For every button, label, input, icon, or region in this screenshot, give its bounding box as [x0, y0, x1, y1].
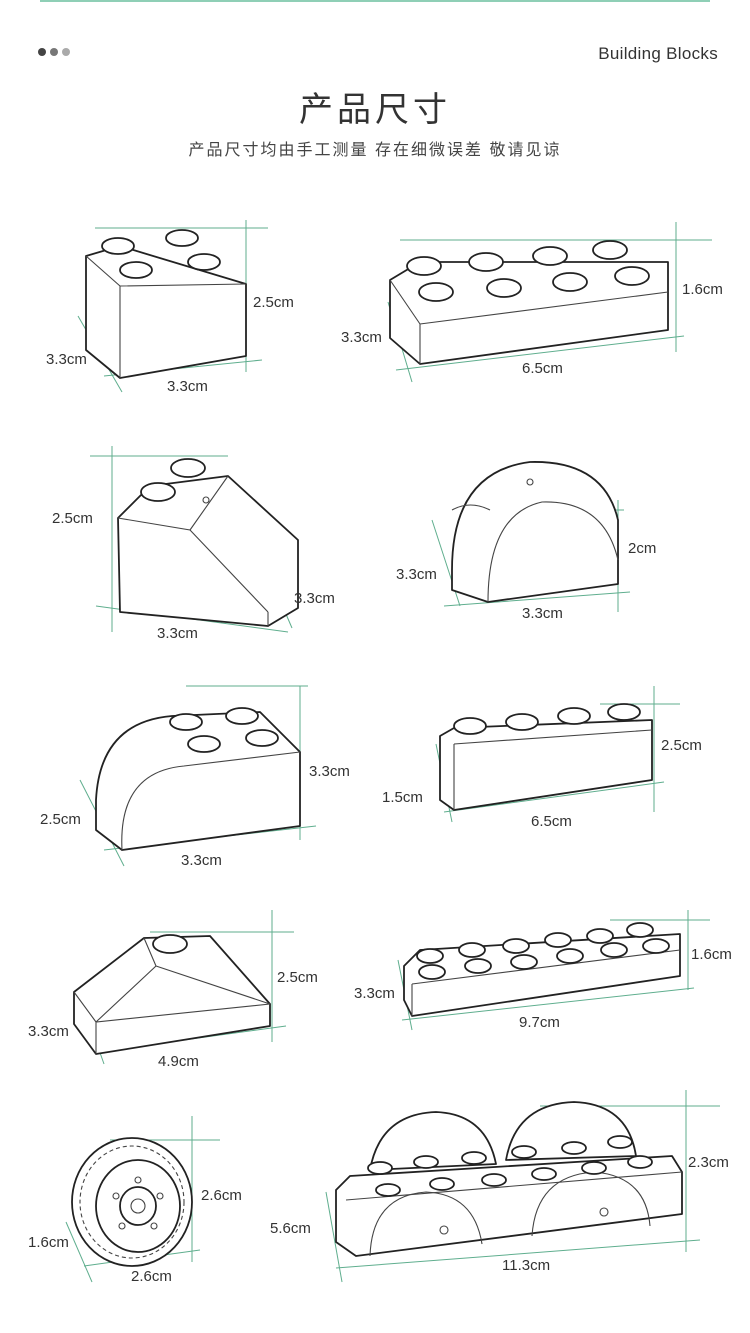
- dot-2: [50, 48, 58, 56]
- dim-width: 3.3cm: [157, 625, 198, 642]
- dim-height: 2cm: [628, 540, 657, 557]
- dots-indicator: [38, 48, 70, 56]
- dim-width: 3.3cm: [181, 852, 222, 869]
- dim-height: 2.5cm: [661, 737, 702, 754]
- dim-depth: 5.6cm: [270, 1220, 311, 1237]
- dim-height: 2.5cm: [253, 294, 294, 311]
- dim-depth: 3.3cm: [341, 329, 382, 346]
- dim-depth: 1.6cm: [28, 1234, 69, 1251]
- brand-text: Building Blocks: [598, 44, 718, 63]
- dim-width: 3.3cm: [522, 605, 563, 622]
- dim-height: 1.6cm: [691, 946, 732, 963]
- dim-width: 9.7cm: [519, 1014, 560, 1031]
- dim-depth: 1.5cm: [382, 789, 423, 806]
- dim-width: 3.3cm: [167, 378, 208, 395]
- page-title: 产品尺寸: [299, 91, 451, 129]
- dim-width: 4.9cm: [158, 1053, 199, 1070]
- top-accent-line: [40, 0, 710, 2]
- dim-depth: 3.3cm: [396, 566, 437, 583]
- dot-1: [38, 48, 46, 56]
- dim-depth: 3.3cm: [46, 351, 87, 368]
- dim-depth: 2.5cm: [40, 811, 81, 828]
- dim-depth: 3.3cm: [28, 1023, 69, 1040]
- dim-width: 11.3cm: [502, 1257, 551, 1274]
- dim-width: 6.5cm: [522, 360, 563, 377]
- dot-3: [62, 48, 70, 56]
- dim-depth: 3.3cm: [294, 590, 335, 607]
- dim-height: 3.3cm: [309, 763, 350, 780]
- dim-height: 2.3cm: [688, 1154, 729, 1171]
- dim-height: 2.5cm: [52, 510, 93, 527]
- dim-width: 2.6cm: [131, 1268, 172, 1285]
- dim-depth: 3.3cm: [354, 985, 395, 1002]
- dim-height: 2.6cm: [201, 1187, 242, 1204]
- dim-width: 6.5cm: [531, 813, 572, 830]
- page-subtitle: 产品尺寸均由手工测量 存在细微误差 敬请见谅: [188, 142, 562, 159]
- dim-height: 1.6cm: [682, 281, 723, 298]
- dim-height: 2.5cm: [277, 969, 318, 986]
